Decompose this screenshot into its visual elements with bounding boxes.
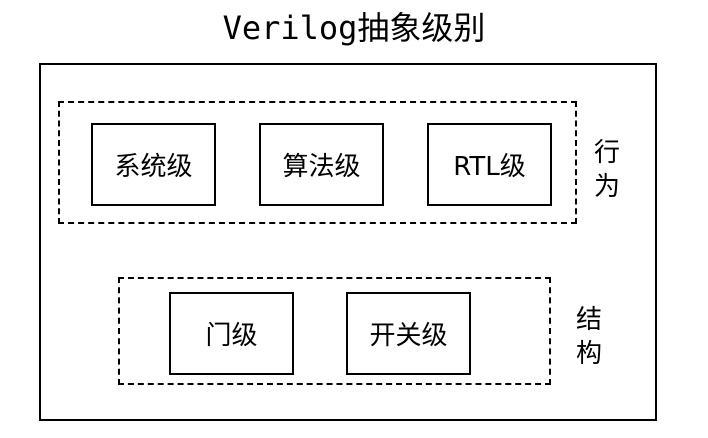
level-box-algorithm: 算法级	[259, 123, 384, 206]
behavior-group-frame	[58, 101, 577, 224]
structure-label-char-2: 构	[575, 339, 602, 369]
structure-group-label: 结 构	[569, 303, 609, 371]
level-box-switch: 开关级	[346, 292, 471, 375]
diagram-title: Verilog抽象级别	[222, 9, 486, 47]
behavior-label-char-2: 为	[593, 172, 620, 202]
level-box-system: 系统级	[91, 123, 216, 206]
outer-frame	[39, 63, 657, 421]
structure-group-frame	[118, 277, 551, 385]
level-box-gate: 门级	[169, 292, 294, 375]
behavior-group-label: 行 为	[587, 136, 627, 204]
structure-label-char-1: 结	[575, 305, 602, 335]
behavior-label-char-1: 行	[593, 138, 620, 168]
level-box-rtl: RTL级	[427, 123, 552, 206]
